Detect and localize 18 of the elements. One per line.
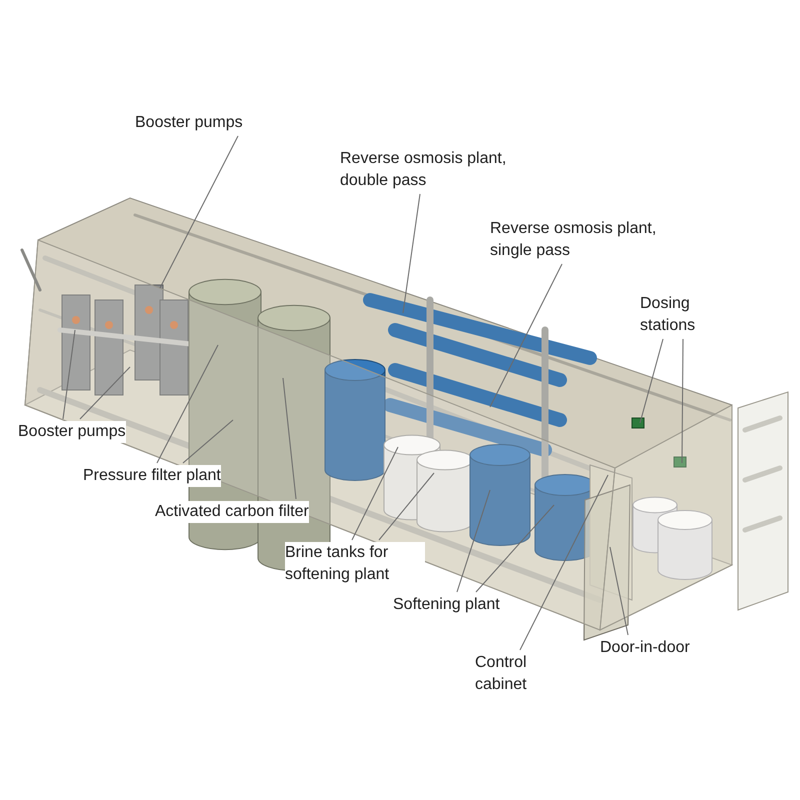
leader-line [62, 330, 76, 420]
callout-label: Pressure filter plant [83, 465, 221, 487]
leader-line [352, 446, 398, 540]
leader-line [402, 194, 420, 314]
leader-line [456, 490, 490, 592]
leader-line [520, 474, 608, 650]
leader-line [640, 338, 664, 424]
leader-line [490, 264, 562, 408]
callout-label: Booster pumps [18, 421, 126, 443]
callout-label: Activated carbon filter [155, 501, 309, 523]
leader-line [378, 472, 434, 540]
leader-line [160, 136, 238, 288]
leader-line [80, 366, 130, 420]
leader-line [156, 344, 218, 464]
leader-line [682, 338, 684, 464]
leader-line [476, 504, 554, 592]
leader-line [182, 420, 234, 464]
leader-line [282, 378, 296, 500]
